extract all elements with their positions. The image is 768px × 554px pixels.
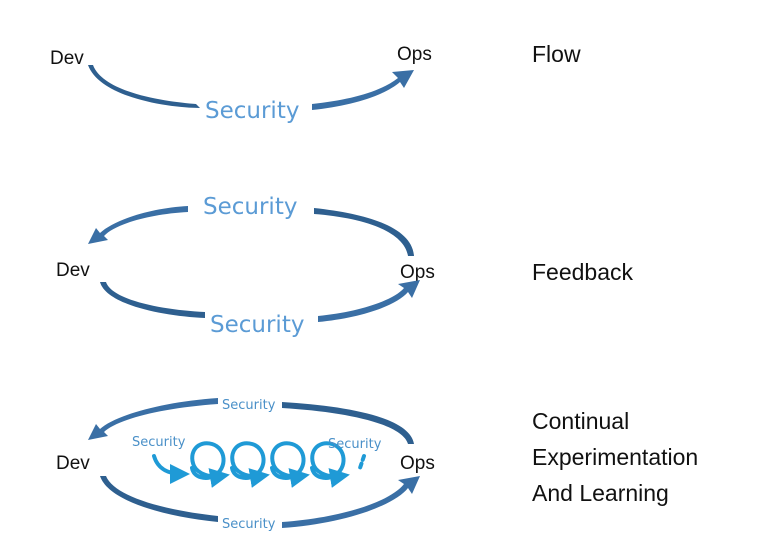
flow-arc — [88, 65, 200, 108]
feedback-security-top: Security — [203, 194, 297, 220]
flow-side-label: Flow — [532, 41, 581, 67]
loop-1 — [190, 441, 230, 488]
feedback-side-label: Feedback — [532, 259, 634, 285]
learning-side-label-line1: Continual — [532, 408, 629, 434]
experimentation-loops — [152, 441, 366, 488]
feedback-dev-label: Dev — [56, 260, 90, 281]
learning-side-label-line3: And Learning — [532, 480, 669, 506]
learning-section: Security Dev Ops Security Security Secur… — [56, 398, 698, 532]
learning-dev-label: Dev — [56, 453, 90, 474]
learning-arc-bottom-left — [100, 476, 218, 522]
flow-security-label: Security — [205, 98, 299, 124]
feedback-ops-label: Ops — [400, 262, 435, 283]
feedback-arc-bottom-right — [318, 280, 420, 322]
feedback-arc-bottom-left — [100, 282, 205, 318]
feedback-arc-top-right — [314, 208, 414, 256]
flow-section: Dev Ops Security Flow — [50, 41, 581, 124]
loop-tail — [358, 454, 366, 470]
learning-security-top: Security — [222, 398, 276, 413]
loop-lead-in — [152, 454, 190, 484]
feedback-section: Security Dev Ops Security Feedback — [56, 194, 634, 338]
learning-arc-top-left — [88, 398, 218, 440]
learning-security-bottom: Security — [222, 517, 276, 532]
learning-side-label-line2: Experimentation — [532, 444, 698, 470]
loop-2 — [230, 441, 270, 488]
feedback-security-bottom: Security — [210, 312, 304, 338]
loop-4 — [310, 441, 350, 488]
learning-security-inner-right: Security — [328, 437, 382, 452]
flow-dev-label: Dev — [50, 48, 84, 69]
learning-arc-bottom-right — [282, 476, 420, 528]
feedback-arc-top-left — [88, 206, 188, 244]
flow-ops-label: Ops — [397, 44, 432, 65]
learning-ops-label: Ops — [400, 453, 435, 474]
learning-arc-top-right — [282, 402, 414, 444]
loop-3 — [270, 441, 310, 488]
learning-security-inner-left: Security — [132, 435, 186, 450]
flow-arc-right — [312, 70, 414, 110]
